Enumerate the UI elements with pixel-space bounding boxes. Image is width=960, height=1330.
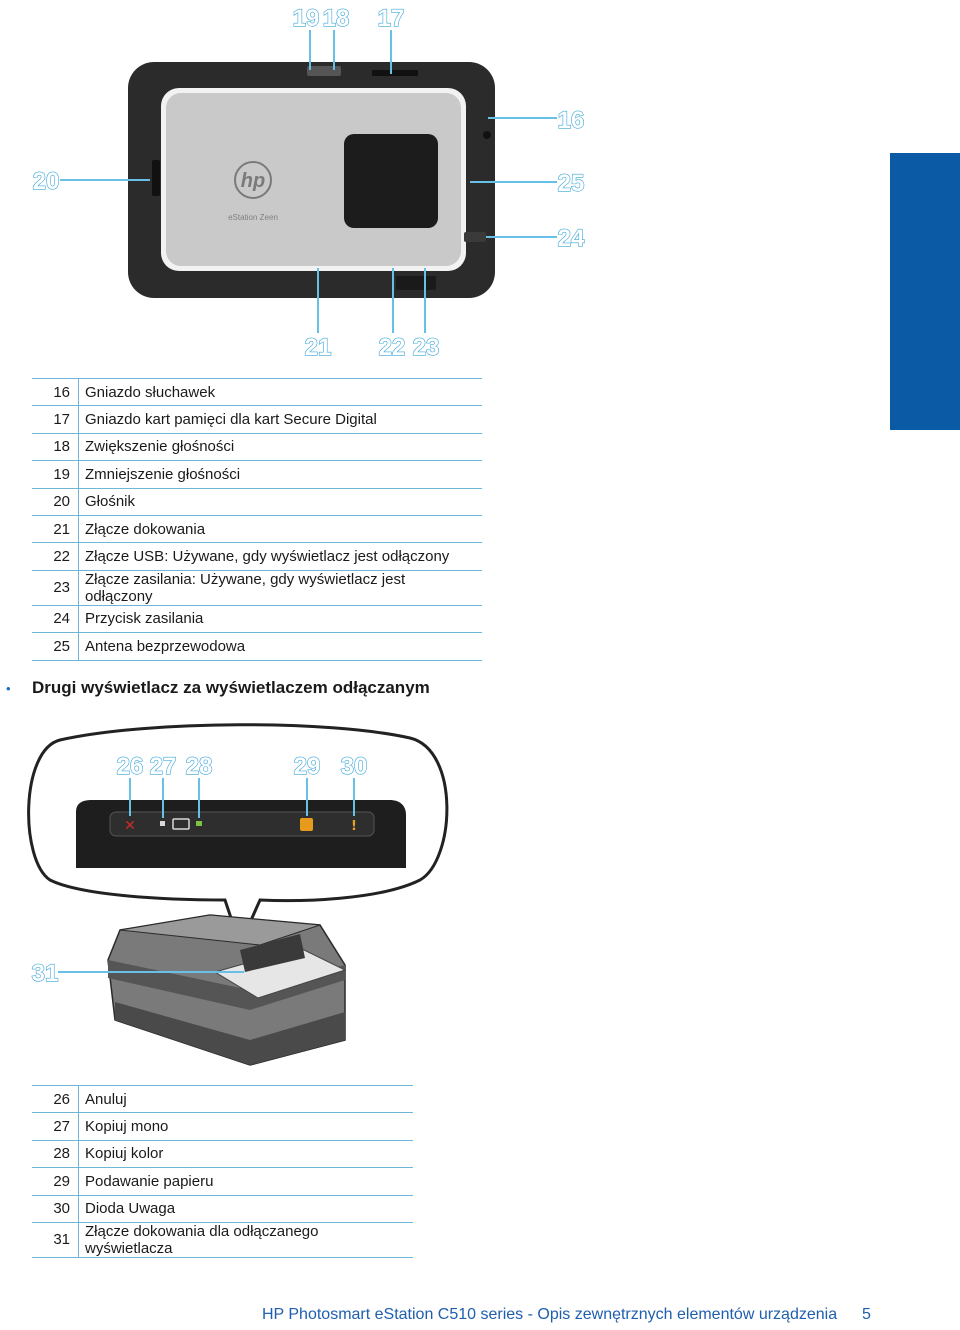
cancel-icon: ✕ (124, 818, 136, 834)
callout-25: 25 (558, 170, 585, 197)
callout-27: 27 (150, 753, 177, 780)
row-number: 29 (32, 1167, 79, 1196)
callout-22: 22 (379, 334, 406, 361)
row-description: Kopiuj kolor (78, 1139, 413, 1169)
callout-19: 19 (293, 5, 320, 32)
copy-icon (172, 818, 190, 830)
sd-slot (372, 70, 418, 76)
row-description: Zmniejszenie głośności (78, 460, 482, 489)
row-description: Gniazdo kart pamięci dla kart Secure Dig… (78, 405, 482, 434)
volume-buttons (307, 66, 341, 76)
mono-copy-led-icon (160, 821, 165, 826)
row-description: Anuluj (78, 1084, 413, 1114)
callout-20: 20 (33, 168, 60, 195)
dock-display (240, 934, 305, 972)
row-number: 28 (32, 1139, 79, 1169)
row-number: 21 (32, 514, 79, 544)
printer-base (115, 1002, 345, 1065)
callout-17: 17 (378, 5, 405, 32)
display-figure: hp eStation Zeen 19 18 17 16 20 25 24 21… (32, 4, 586, 361)
row-description: Przycisk zasilania (78, 604, 482, 634)
warning-icon: ! (351, 819, 357, 834)
row-description: Złącze USB: Używane, gdy wyświetlacz jes… (78, 542, 482, 571)
hp-logo-text: hp (241, 170, 265, 192)
headphone-jack (483, 131, 491, 139)
row-number: 31 (32, 1221, 79, 1258)
display-window (344, 134, 438, 228)
bullet-icon: • (6, 681, 11, 696)
row-number: 16 (32, 377, 79, 407)
row-description: Kopiuj mono (78, 1112, 413, 1141)
callout-30: 30 (341, 753, 368, 780)
color-copy-led-icon (196, 821, 202, 826)
callout-31: 31 (32, 960, 59, 987)
callout-23: 23 (413, 334, 440, 361)
chapter-tab (890, 153, 960, 430)
speaker-grille (152, 160, 160, 196)
row-number: 25 (32, 632, 79, 661)
row-number: 22 (32, 542, 79, 571)
row-number: 23 (32, 569, 79, 606)
row-description: Antena bezprzewodowa (78, 632, 482, 661)
callout-24: 24 (558, 225, 585, 252)
printer-band (108, 960, 345, 1010)
row-description: Podawanie papieru (78, 1167, 413, 1196)
bottom-connectors (396, 276, 436, 290)
row-number: 19 (32, 460, 79, 489)
row-description: Gniazdo słuchawek (78, 377, 482, 407)
callout-16: 16 (558, 107, 585, 134)
callout-29: 29 (294, 753, 321, 780)
callout-21: 21 (305, 334, 332, 361)
callout-26: 26 (117, 753, 144, 780)
row-description: Złącze dokowania (78, 514, 482, 544)
row-description: Złącze dokowania dla odłączanego wyświet… (78, 1221, 413, 1258)
row-number: 17 (32, 405, 79, 434)
secondary-display-figure: ✕ ! 26 27 28 29 30 31 (27, 723, 449, 1066)
row-number: 18 (32, 432, 79, 462)
paper-feed-icon (300, 818, 313, 831)
row-description: Złącze zasilania: Używane, gdy wyświetla… (78, 569, 482, 606)
power-button (464, 232, 486, 242)
device-caption: eStation Zeen (228, 213, 278, 222)
row-description: Dioda Uwaga (78, 1194, 413, 1223)
page-footer: HP Photosmart eStation C510 series - Opi… (262, 1306, 838, 1323)
page-number: 5 (862, 1306, 871, 1323)
row-number: 30 (32, 1194, 79, 1223)
row-number: 24 (32, 604, 79, 634)
printer-lid (119, 914, 321, 946)
callout-18: 18 (323, 5, 350, 32)
hp-logo-icon (234, 161, 272, 199)
row-number: 20 (32, 487, 79, 516)
row-description: Zwiększenie głośności (78, 432, 482, 462)
callout-28: 28 (186, 753, 213, 780)
row-description: Głośnik (78, 487, 482, 516)
section-heading: Drugi wyświetlacz za wyświetlaczem odłąc… (32, 678, 430, 697)
row-number: 27 (32, 1112, 79, 1141)
row-number: 26 (32, 1084, 79, 1114)
control-strip (109, 811, 375, 837)
